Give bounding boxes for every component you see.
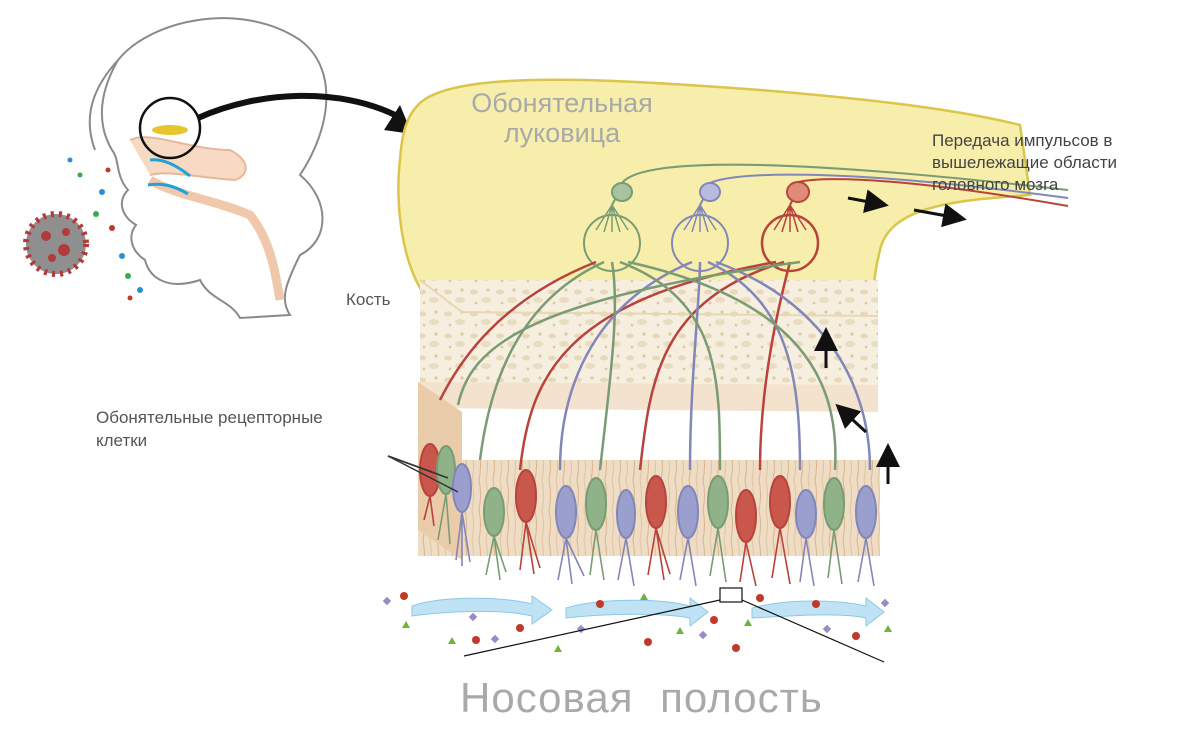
coronavirus-icon: [23, 211, 89, 277]
head-profile: [88, 17, 328, 320]
impulse-transmission-label: Передача импульсов в вышележащие области…: [932, 131, 1118, 194]
impulse-arrows: [814, 189, 967, 484]
receptor-dendrites: [423, 493, 875, 587]
receptor-axons: [438, 260, 872, 471]
mitral-cells: [611, 163, 1069, 207]
odor-particles-face: [67, 157, 143, 301]
magnify-lines: [463, 587, 885, 663]
receptor-pointer-lines: [387, 455, 459, 493]
olfactory-bulb-label: Обонятельная луковица: [471, 88, 653, 148]
bone-label: Кость: [346, 290, 391, 309]
receptor-cells-label: Обонятельные рецепторные клетки: [96, 408, 323, 450]
odor-particles: [382, 592, 892, 652]
magnify-arrow: [196, 92, 397, 121]
airflow-arrows: [411, 595, 885, 628]
nasal-cavity-label: Носовая полость: [460, 674, 823, 721]
